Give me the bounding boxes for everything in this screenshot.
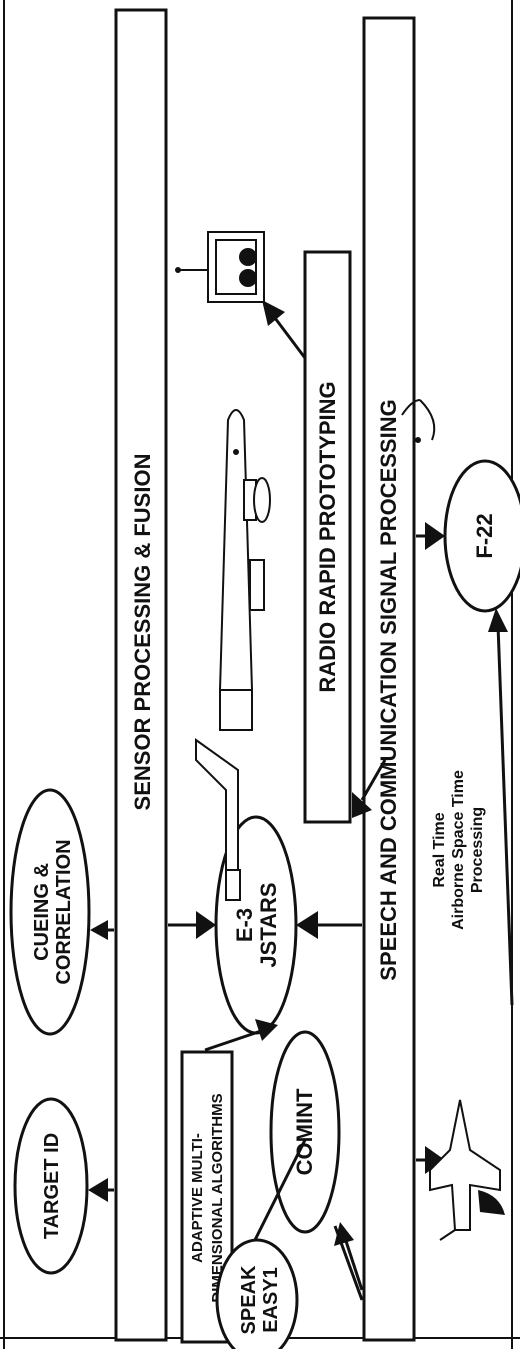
band-sensor-processing — [114, 8, 168, 1342]
node-target-id-label: TARGET ID — [41, 1133, 63, 1239]
link-speak-to-comint — [253, 1139, 307, 1241]
box-adaptive-line2: DIMENSIONAL ALGORITHMS — [209, 1093, 226, 1302]
arrow-speech-to-jet — [416, 1146, 445, 1174]
aircraft-e3-icon — [195, 409, 271, 901]
box-radio-rapid-prototyping — [303, 250, 352, 824]
band-sensor-label: SENSOR PROCESSING & FUSION — [130, 454, 155, 811]
band-speech-label: SPEECH AND COMMUNICATION SIGNAL PROCESSI… — [376, 399, 401, 980]
node-speak-easy — [215, 1238, 299, 1349]
band-speech-processing — [362, 16, 416, 1342]
arrow-sensor-to-jstars — [168, 911, 216, 939]
annotation-line2: Airborne Space Time — [450, 770, 467, 930]
node-speak-line2: EASY1 — [260, 1267, 282, 1333]
fighter-jet-icon — [429, 1099, 505, 1241]
node-comint — [269, 1030, 341, 1234]
node-target-id — [13, 1097, 89, 1275]
arrow-realtime-to-f22 — [488, 608, 514, 1006]
arrow-speech-to-f22 — [416, 522, 445, 550]
node-cueing-line1: CUEING & — [31, 863, 53, 961]
radio-set-icon — [175, 231, 265, 303]
node-jstars-line2: JSTARS — [256, 882, 281, 967]
node-comint-label: COMINT — [292, 1088, 317, 1175]
arrow-to-target-id — [88, 1178, 114, 1202]
node-cueing-line2: CORRELATION — [53, 839, 75, 984]
arrow-adaptive-to-jstars — [204, 1019, 278, 1052]
annotation-line3: Processing — [469, 807, 486, 893]
box-adaptive-line1: ADAPTIVE MULTI- — [189, 1133, 206, 1263]
node-jstars-line1: E-3 — [232, 908, 257, 942]
annotation-line1: Real Time — [431, 812, 448, 887]
arrow-speech-to-jstars — [296, 911, 362, 939]
node-cueing-correlation — [9, 788, 91, 1036]
link-speech-to-comint — [333, 1225, 364, 1301]
box-radio-label: RADIO RAPID PROTOTYPING — [315, 381, 340, 692]
arrow-speech-to-radio — [352, 759, 387, 818]
antenna-icon — [401, 399, 436, 443]
node-speak-line1: SPEAK — [238, 1265, 260, 1334]
node-f22-label: F-22 — [472, 513, 497, 558]
arrow-radio-to-set — [262, 300, 307, 359]
arrow-to-cueing — [90, 920, 114, 940]
